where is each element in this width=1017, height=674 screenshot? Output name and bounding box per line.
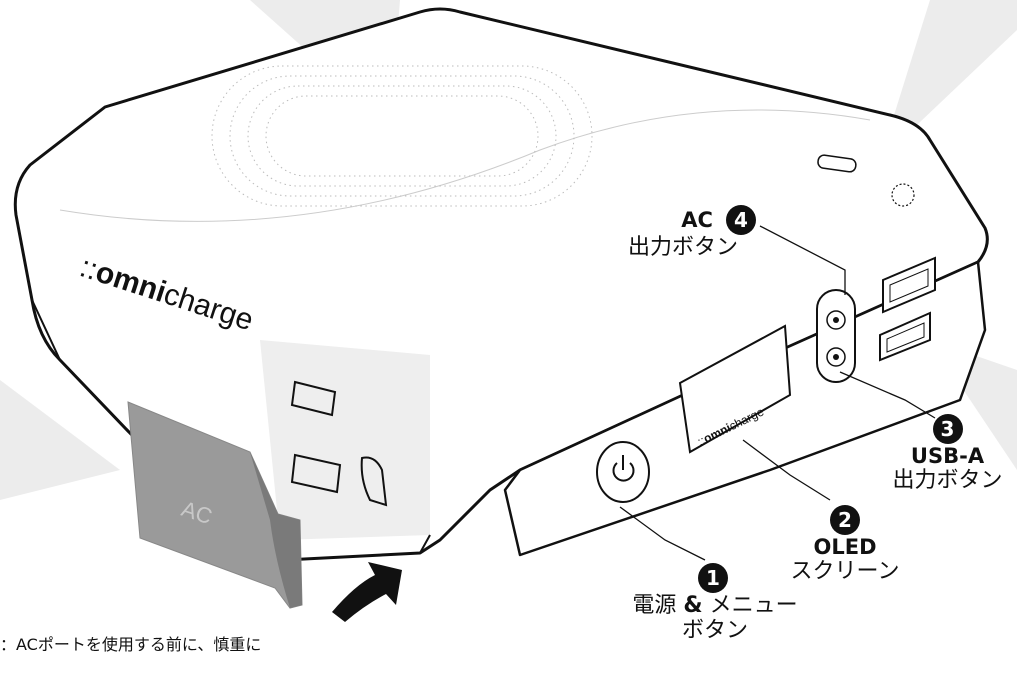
caution-note: ：ACポートを使用する前に、慎重に (0, 635, 262, 654)
callout-usb-title: USB-A (910, 444, 985, 468)
callout-oled: 2 OLED スクリーン (770, 505, 920, 584)
callout-ac-output: AC 4 出力ボタン (608, 205, 758, 260)
callout-number-1: 1 (698, 563, 728, 593)
power-button[interactable] (596, 441, 650, 503)
callout-usb-subtitle: 出力ボタン (892, 468, 1003, 494)
wireless-pad-pattern (211, 65, 593, 207)
callout-power-line2: ボタン (681, 618, 748, 644)
callout-power-line1: 電源 & メニュー (632, 593, 798, 618)
usb-c-port (817, 154, 857, 173)
callout-oled-subtitle: スクリーン (790, 559, 900, 585)
callout-usb-output: 3 USB-A 出力ボタン (880, 414, 1015, 493)
callout-ac-title: AC (681, 208, 713, 232)
power-icon (612, 462, 635, 482)
sensor-icon (891, 183, 915, 207)
usb-a-ports (879, 256, 936, 362)
callout-number-2: 2 (830, 505, 860, 535)
callout-oled-title: OLED (813, 535, 877, 559)
oled-screen: ::omnicharge (678, 324, 792, 454)
leader-lines (619, 225, 936, 561)
callout-number-4: 4 (726, 205, 756, 235)
ac-panel (260, 340, 430, 540)
callout-ac-subtitle: 出力ボタン (627, 235, 738, 260)
ac-cover: AC (127, 401, 303, 609)
callout-power-menu: 1 電源 & メニュー ボタン (610, 563, 820, 644)
insert-arrow-icon (332, 562, 402, 622)
device-body (13, 7, 989, 562)
output-buttons-pill (816, 289, 856, 383)
top-bevel (59, 109, 871, 222)
ac-outlets (290, 380, 388, 507)
callout-number-3: 3 (932, 414, 963, 444)
